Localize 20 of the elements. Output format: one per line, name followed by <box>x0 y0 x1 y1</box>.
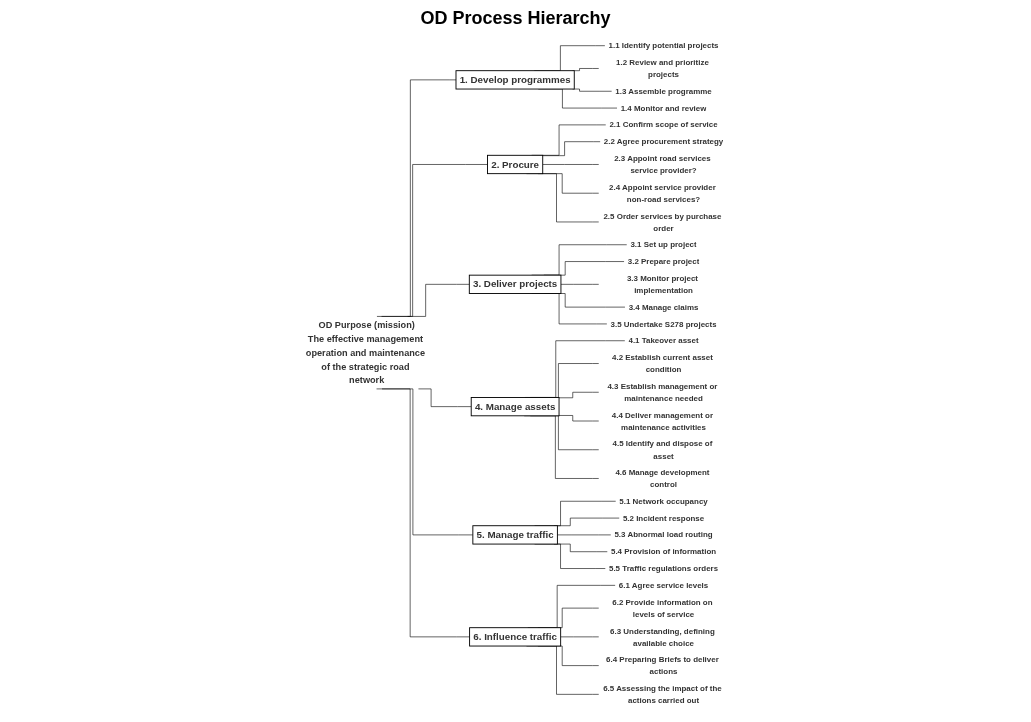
connector <box>559 391 600 399</box>
node-box: 3. Deliver projects <box>469 274 562 294</box>
diagram-title: OD Process Hierarchy <box>420 8 611 29</box>
connector <box>542 141 601 156</box>
node-box: 6. Influence traffic <box>469 627 562 647</box>
connector <box>542 164 600 165</box>
connector <box>407 284 470 317</box>
connector <box>572 68 600 71</box>
connector <box>381 164 489 317</box>
node-box: 4. Manage assets <box>471 397 560 417</box>
connector <box>559 415 600 422</box>
connector <box>560 636 600 638</box>
connector <box>377 79 457 317</box>
node-box: 5. Manage traffic <box>472 525 559 545</box>
node-box: 2. Procure <box>487 154 544 175</box>
connector <box>418 388 472 407</box>
connector <box>376 388 471 638</box>
node-box: 1. Develop programmes <box>455 70 576 90</box>
connector <box>561 284 600 285</box>
node-text: OD Purpose (mission) The effective management operation and maintenance of the strategic road network <box>306 319 426 385</box>
